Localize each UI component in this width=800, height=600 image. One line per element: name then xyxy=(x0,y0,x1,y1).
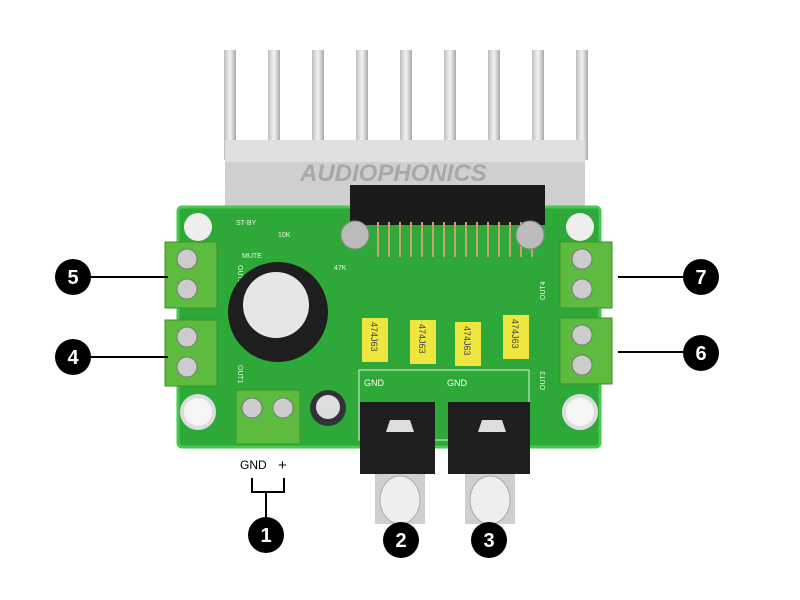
silk-out4: OUT4 xyxy=(540,281,547,300)
terminal-block xyxy=(559,317,613,385)
heatsink-fin xyxy=(532,50,544,160)
callout-number: 4 xyxy=(67,347,79,369)
film-capacitor: 474J63 xyxy=(503,315,529,359)
silk-standby: ST-BY xyxy=(236,220,257,227)
callout-number: 7 xyxy=(695,267,706,289)
callout-7: 7 xyxy=(683,259,719,295)
screw-icon xyxy=(176,326,198,348)
callout-number: 1 xyxy=(260,525,271,547)
rca-jack-left xyxy=(360,402,435,525)
terminal-block xyxy=(164,241,218,309)
callout-number: 5 xyxy=(67,267,78,289)
heatsink-fin xyxy=(224,50,236,160)
callout-number: 2 xyxy=(395,530,406,552)
capacitor-code: 474J63 xyxy=(510,319,520,349)
mounting-hole xyxy=(562,394,598,430)
silk-10k: 10K xyxy=(278,232,291,239)
capacitor-code: 474J63 xyxy=(417,324,427,354)
callout-4: 4 xyxy=(55,339,91,375)
screw-icon xyxy=(571,278,593,300)
capacitor-code: 474J63 xyxy=(369,322,379,352)
heatsink-fin xyxy=(576,50,588,160)
rca-jack-right xyxy=(448,402,530,525)
silk-out3: OUT3 xyxy=(540,371,547,390)
callout-6: 6 xyxy=(683,335,719,371)
screw-icon xyxy=(571,324,593,346)
heatsink xyxy=(224,50,588,210)
power-plus-label: + xyxy=(278,457,287,474)
silk-47k: 47K xyxy=(334,265,347,272)
heatsink-fin xyxy=(400,50,412,160)
film-capacitor: 474J63 xyxy=(410,320,436,364)
brand-watermark: AUDIOPHONICS xyxy=(299,160,487,187)
callout-lines xyxy=(90,276,684,358)
capacitor-code: 474J63 xyxy=(462,326,472,356)
electrolytic-capacitor xyxy=(228,262,328,362)
film-capacitor: 474J63 xyxy=(362,318,388,362)
callout-5: 5 xyxy=(55,259,91,295)
power-gnd-label: GND xyxy=(240,458,267,472)
film-capacitor: 474J63 xyxy=(455,322,481,366)
heatsink-fin xyxy=(356,50,368,160)
silk-out2: OUT2 xyxy=(236,265,243,284)
power-terminal-block xyxy=(235,389,301,445)
silk-gnd-right: GND xyxy=(447,378,468,388)
mounting-hole xyxy=(180,394,216,430)
callout-3: 3 xyxy=(471,522,507,558)
heatsink-fin xyxy=(268,50,280,160)
silk-gnd-left: GND xyxy=(364,378,385,388)
screw-icon xyxy=(176,248,198,270)
heatsink-fin xyxy=(444,50,456,160)
screw-icon xyxy=(176,278,198,300)
silk-out1: OUT1 xyxy=(236,365,243,384)
terminal-block xyxy=(559,241,613,309)
callout-2: 2 xyxy=(383,522,419,558)
heatsink-fin xyxy=(488,50,500,160)
terminal-block xyxy=(164,319,218,387)
callout-number: 3 xyxy=(483,530,494,552)
screw-icon xyxy=(241,397,263,419)
heatsink-fin xyxy=(312,50,324,160)
screw-icon xyxy=(176,356,198,378)
screw-icon xyxy=(571,248,593,270)
callout-1: 1 xyxy=(248,517,284,553)
power-bracket-line xyxy=(251,478,285,518)
terminal-blocks xyxy=(164,241,613,445)
screw-icon xyxy=(571,354,593,376)
screw-icon xyxy=(272,397,294,419)
pcb: ST-BY 10K MUTE 47K OUT2 OUT1 OUT4 OUT3 G… xyxy=(176,185,602,449)
callout-number: 6 xyxy=(695,343,706,365)
silk-mute: MUTE xyxy=(242,253,262,260)
amplifier-ic xyxy=(350,185,545,225)
